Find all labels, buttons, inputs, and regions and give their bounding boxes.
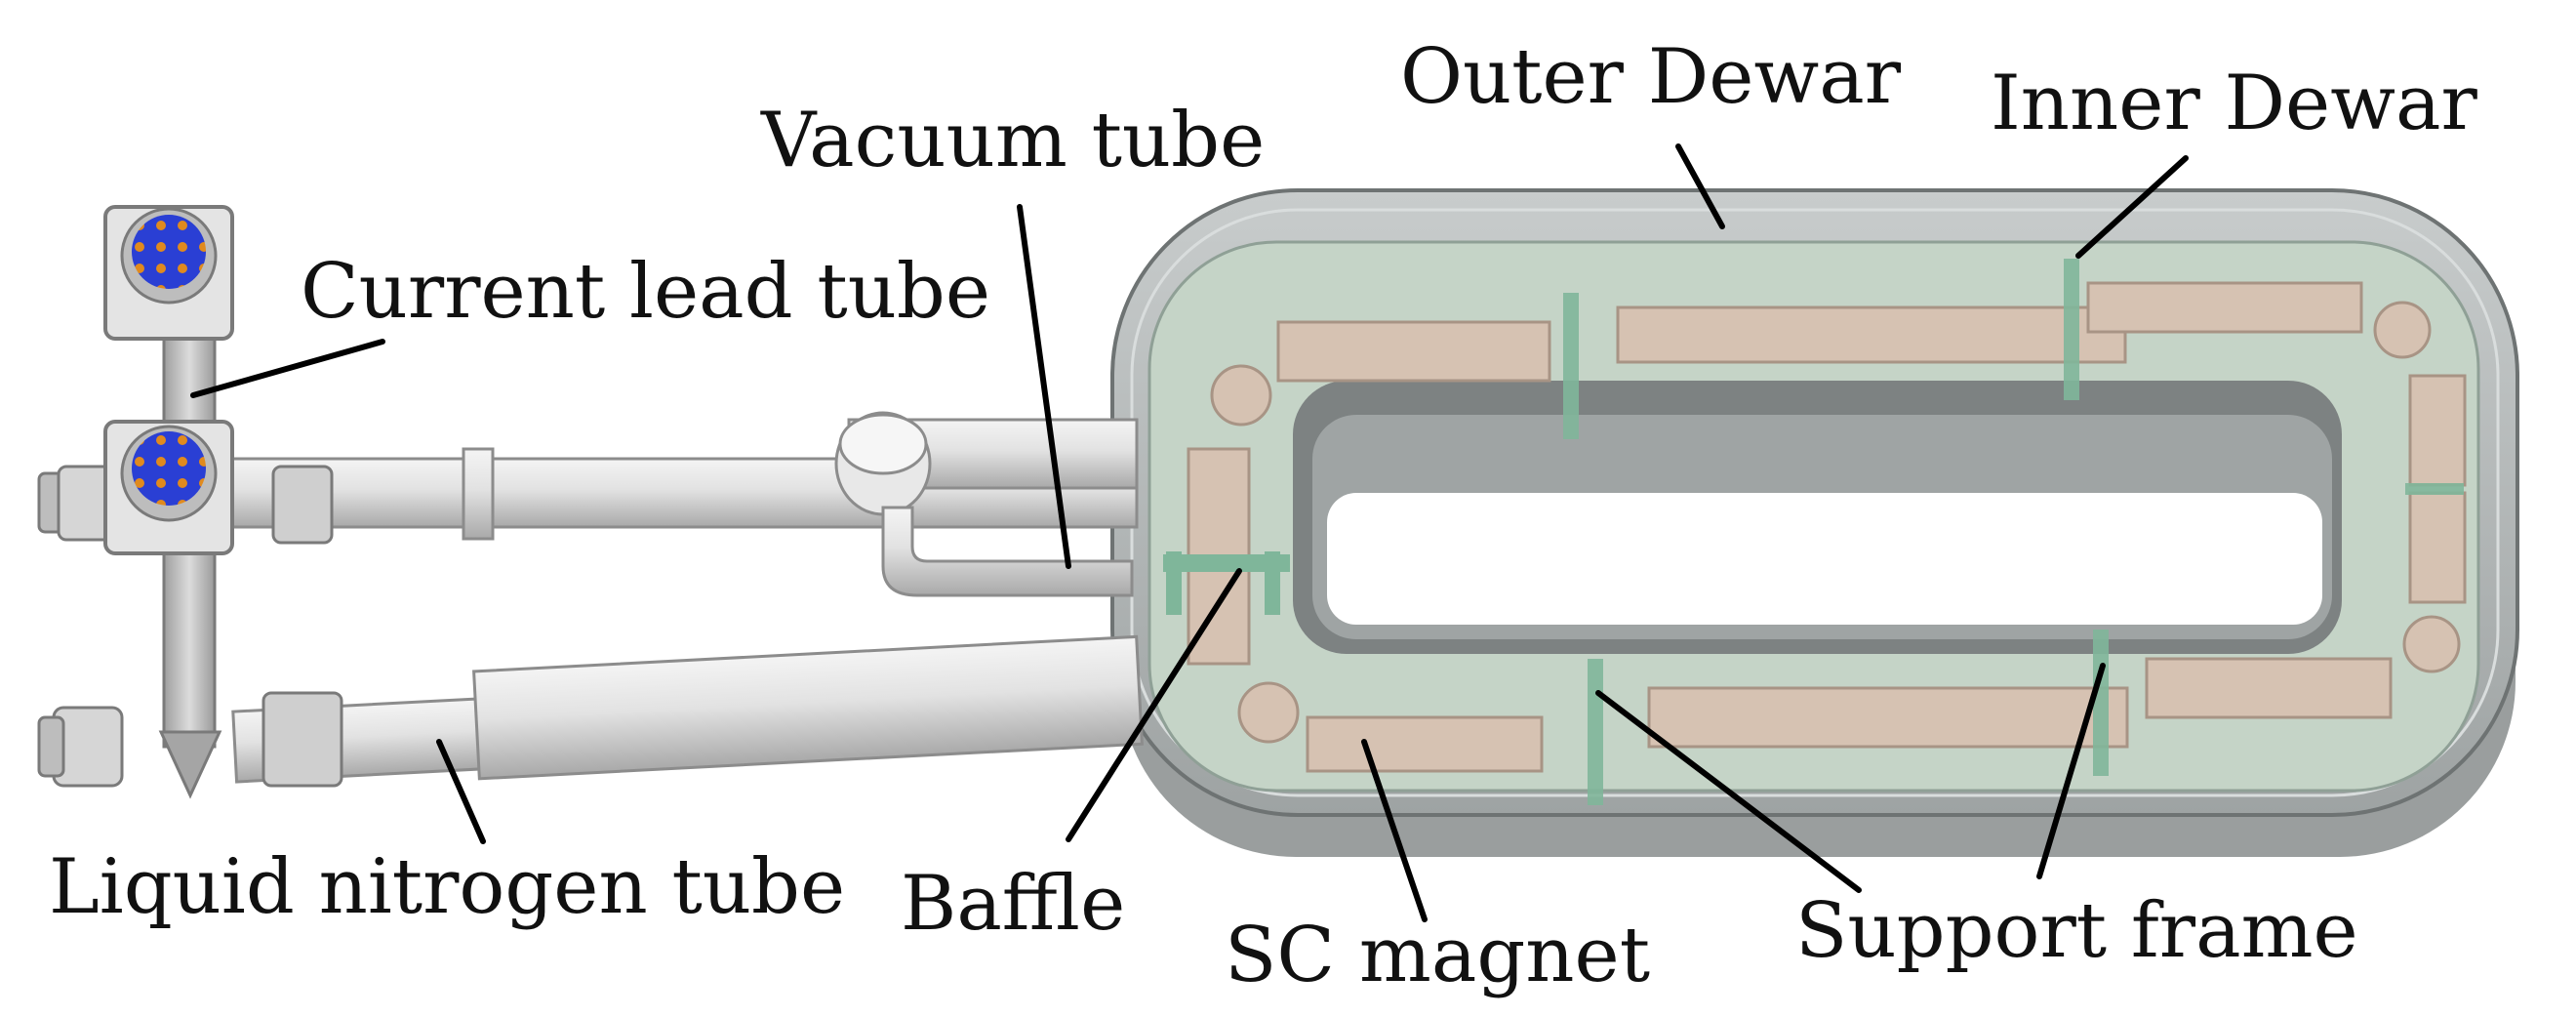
label-inner-dewar: Inner Dewar — [1991, 60, 2477, 147]
leader-current-lead-tube — [190, 339, 385, 398]
leader-support-frame-left — [1595, 690, 1862, 893]
current-lead-tube — [37, 205, 334, 799]
label-liquid-nitrogen-tube: Liquid nitrogen tube — [49, 843, 845, 931]
label-baffle: Baffle — [901, 860, 1125, 948]
leader-liquid-nitrogen-tube — [436, 739, 486, 844]
sc-magnet — [1187, 281, 2467, 773]
label-sc-magnet: SC magnet — [1225, 912, 1650, 999]
label-vacuum-tube: Vacuum tube — [760, 97, 1265, 184]
leader-support-frame-right — [2036, 663, 2106, 879]
vacuum-tube — [213, 411, 1139, 597]
dewar-central-opening — [1293, 381, 2342, 654]
leader-baffle — [1066, 568, 1242, 842]
leader-vacuum-tube — [1017, 204, 1071, 569]
label-outer-dewar: Outer Dewar — [1400, 33, 1902, 121]
label-support-frame: Support frame — [1795, 887, 2358, 975]
liquid-nitrogen-tube — [37, 634, 1144, 788]
leader-sc-magnet — [1361, 739, 1428, 922]
leader-outer-dewar — [1675, 143, 1725, 229]
leader-inner-dewar — [2075, 155, 2189, 259]
baffle — [1163, 551, 1290, 615]
label-current-lead-tube: Current lead tube — [301, 248, 990, 336]
